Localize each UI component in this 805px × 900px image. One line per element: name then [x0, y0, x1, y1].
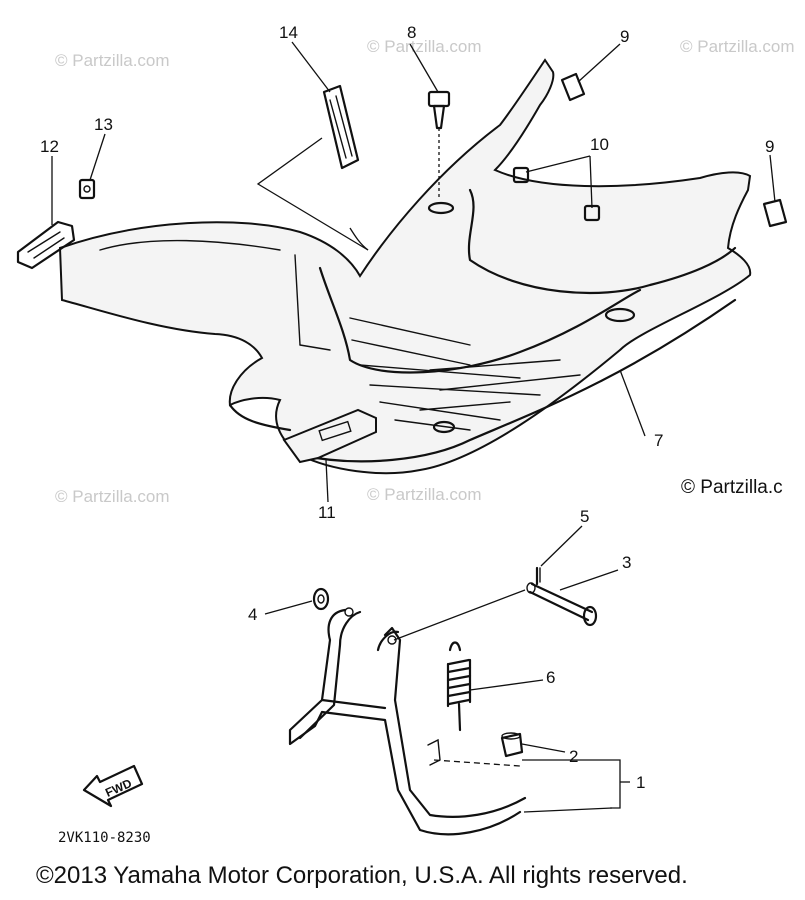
forward-direction-arrow: FWD	[82, 764, 144, 808]
spring-part-6	[446, 641, 472, 732]
label-part-1: 1	[636, 773, 645, 792]
diagram-code: 2VK110-8230	[58, 830, 151, 846]
nut-part-10-left	[512, 166, 530, 184]
bracket-part-11	[282, 408, 377, 464]
watermarks: © Partzilla.com © Partzilla.com © Partzi…	[55, 37, 795, 506]
cover-plate-part-14	[322, 84, 360, 170]
label-part-5: 5	[580, 507, 589, 526]
label-part-4: 4	[248, 605, 257, 624]
watermark-mid-center: © Partzilla.com	[367, 485, 482, 504]
label-part-9-right: 9	[765, 137, 774, 156]
floor-board-part-7	[58, 58, 752, 475]
nut-part-13	[78, 178, 96, 200]
part-number-labels: 8 14 9 13 12 10 9 7 11 5 3 4 6 2 1	[40, 23, 774, 792]
label-part-8: 8	[407, 23, 416, 42]
watermark-top-center: © Partzilla.com	[367, 37, 482, 56]
label-part-10: 10	[590, 135, 609, 154]
screw-part-8	[427, 90, 451, 200]
label-part-11: 11	[318, 503, 336, 522]
cotter-pin-part-5	[535, 566, 541, 586]
label-part-6: 6	[546, 668, 555, 687]
label-part-3: 3	[622, 553, 631, 572]
watermark-top-left: © Partzilla.com	[55, 51, 170, 70]
washer-part-4	[312, 587, 330, 611]
label-part-7: 7	[654, 431, 663, 450]
clip-part-9-right	[762, 198, 788, 228]
label-part-13: 13	[94, 115, 113, 134]
leader-lines	[51, 41, 776, 813]
label-part-9-top: 9	[620, 27, 629, 46]
clip-part-12	[16, 220, 76, 270]
watermark-mid-left: © Partzilla.com	[55, 487, 170, 506]
watermark-top-right: © Partzilla.com	[680, 37, 795, 56]
label-part-12: 12	[40, 137, 59, 156]
copyright-notice: ©2013 Yamaha Motor Corporation, U.S.A. A…	[36, 862, 688, 889]
label-part-14: 14	[279, 23, 298, 42]
main-stand-part-1	[288, 607, 527, 836]
clip-part-9-top	[560, 72, 586, 102]
shaft-part-3	[526, 582, 598, 627]
stopper-part-2	[500, 732, 524, 758]
label-part-2: 2	[569, 747, 578, 766]
watermark-mid-right: © Partzilla.c	[681, 477, 783, 498]
